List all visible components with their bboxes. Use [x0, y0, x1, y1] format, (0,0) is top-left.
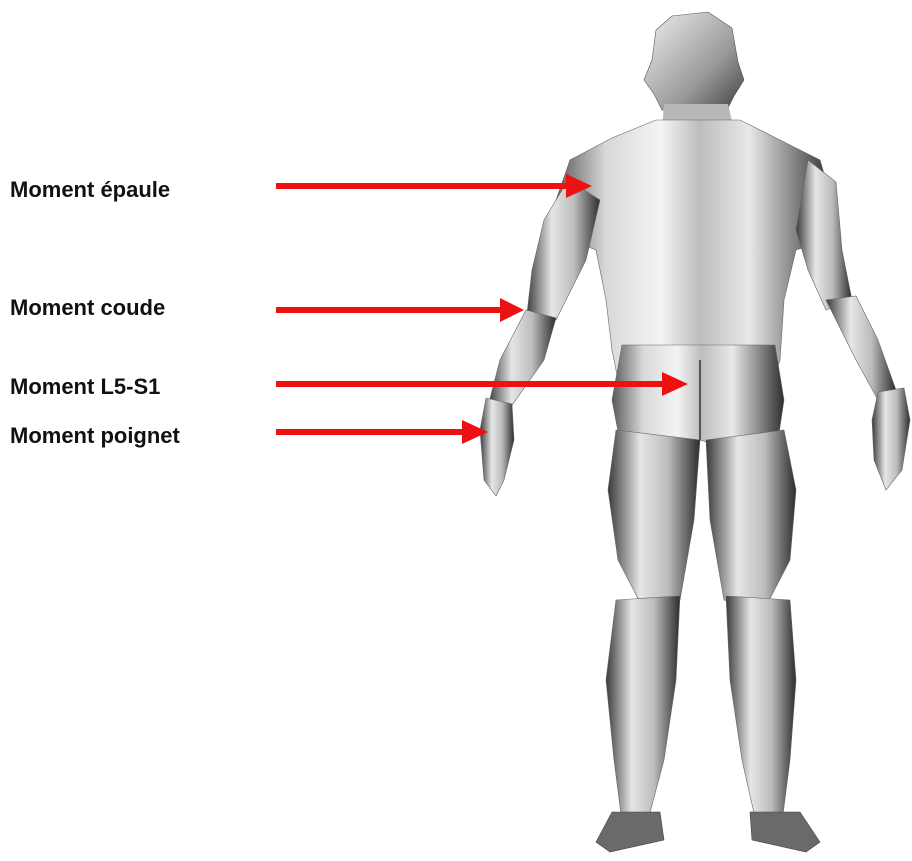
arrow-wrist: [276, 420, 488, 444]
label-elbow-moment: Moment coude: [10, 297, 165, 319]
arrow-shoulder: [276, 174, 592, 198]
label-wrist-moment: Moment poignet: [10, 425, 180, 447]
label-shoulder-moment: Moment épaule: [10, 179, 170, 201]
arrow-elbow: [276, 298, 524, 322]
arrow-l5s1: [276, 372, 688, 396]
label-l5s1-moment: Moment L5-S1: [10, 376, 160, 398]
